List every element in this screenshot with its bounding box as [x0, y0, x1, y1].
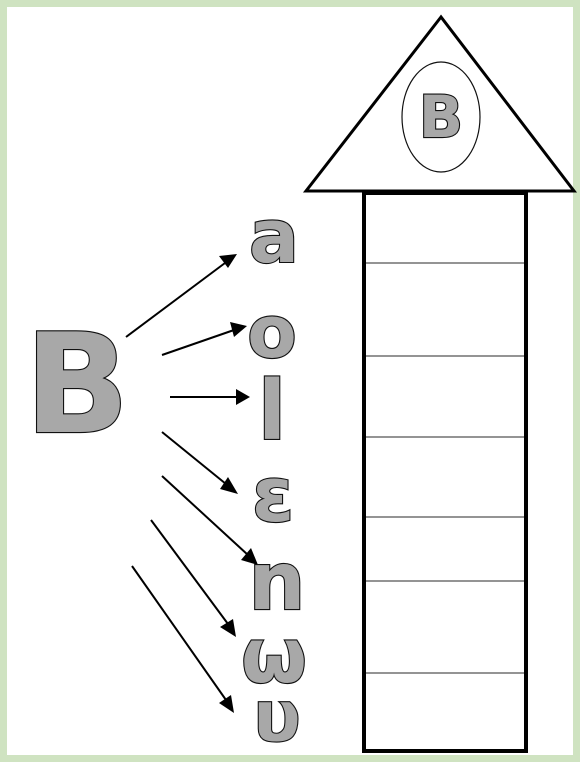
arrow-to-upsilon: [131, 565, 227, 701]
vowel-letter-omega: ω: [241, 611, 307, 700]
vowel-letter-n: n: [249, 535, 306, 628]
arrow-head: [219, 695, 234, 713]
roof-letter-oval: [401, 61, 481, 173]
arrow-to-a: [125, 262, 226, 338]
arrow-head: [236, 389, 250, 405]
vowel-letter-l: l: [258, 364, 286, 459]
vowel-letter-upsilon: υ: [253, 676, 300, 758]
roof-letter: B: [419, 83, 463, 151]
arrow-to-omega: [150, 519, 229, 625]
arrow-head: [241, 548, 258, 565]
source-letter: B: [24, 304, 129, 465]
vowel-letter-a: a: [249, 194, 299, 280]
arrow-to-n: [161, 475, 249, 556]
vowel-letter-epsilon: ε: [252, 450, 294, 539]
arrow-to-epsilon: [161, 431, 227, 485]
arrow-head: [230, 322, 247, 337]
arrow-to-o: [161, 329, 235, 356]
vowel-letter-o: o: [247, 290, 296, 374]
tower-column: [362, 191, 528, 753]
arrow-head: [220, 477, 238, 494]
arrow-head: [219, 254, 237, 268]
arrow-head: [220, 619, 236, 637]
